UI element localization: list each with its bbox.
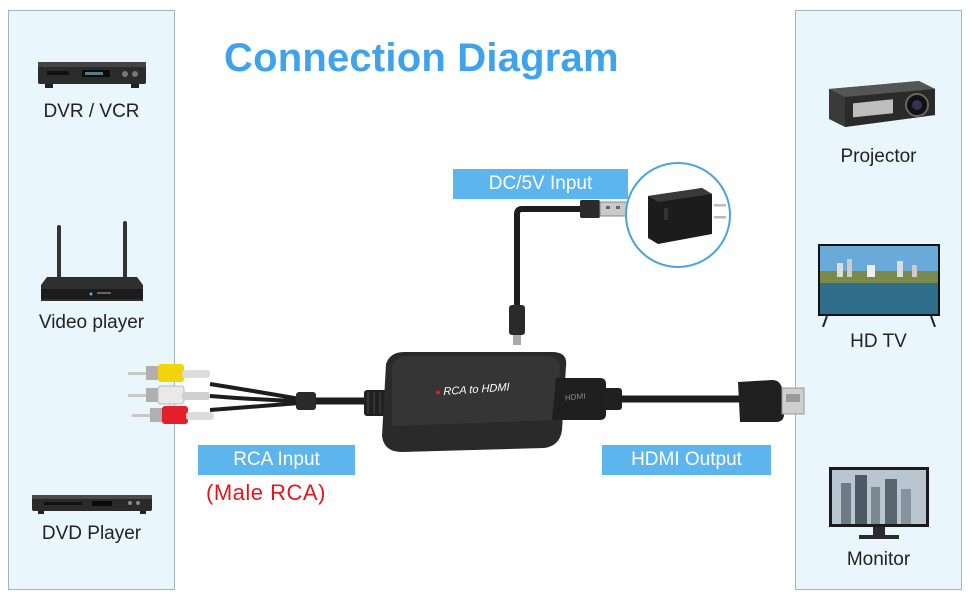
rca-plug-red <box>132 406 214 424</box>
display-devices-panel: Projector HD TV Monitor <box>795 10 962 590</box>
video-player-label: Video player <box>38 312 145 333</box>
dvr-icon <box>9 59 174 96</box>
diagram-title: Connection Diagram <box>224 36 619 80</box>
projector-icon <box>796 75 961 146</box>
hdmi-port-housing <box>552 378 606 420</box>
monitor-icon <box>796 465 961 550</box>
monitor-label: Monitor <box>846 549 911 570</box>
power-adapter-icon <box>625 162 731 268</box>
video-player-icon <box>9 217 174 314</box>
hd-tv-label: HD TV <box>850 331 907 352</box>
rca-input-tag: RCA Input <box>198 445 355 475</box>
hdmi-plug <box>738 380 805 422</box>
male-rca-note: (Male RCA) <box>206 480 326 505</box>
dvd-player-label: DVD Player <box>41 523 142 544</box>
tv-icon <box>796 243 961 332</box>
usb-plug-metal <box>599 201 629 217</box>
source-devices-panel: DVR / VCR Video player DVD Player <box>8 10 175 590</box>
converter-box-icon <box>382 352 567 452</box>
micro-usb-plug <box>509 305 525 335</box>
rca-cable-joint <box>296 392 316 410</box>
dc-input-tag: DC/5V Input <box>453 169 628 199</box>
hdmi-output-tag: HDMI Output <box>602 445 771 475</box>
strain-relief-right <box>602 388 622 410</box>
rca-plug-yellow <box>128 364 210 382</box>
svg-text:HDMI: HDMI <box>565 391 585 402</box>
usb-plug-body <box>580 200 600 218</box>
usb-power-cable <box>514 206 580 305</box>
dvr-vcr-label: DVR / VCR <box>43 101 140 122</box>
projector-label: Projector <box>840 146 917 167</box>
dvd-player-icon <box>9 491 174 524</box>
rca-plug-white <box>128 385 210 405</box>
